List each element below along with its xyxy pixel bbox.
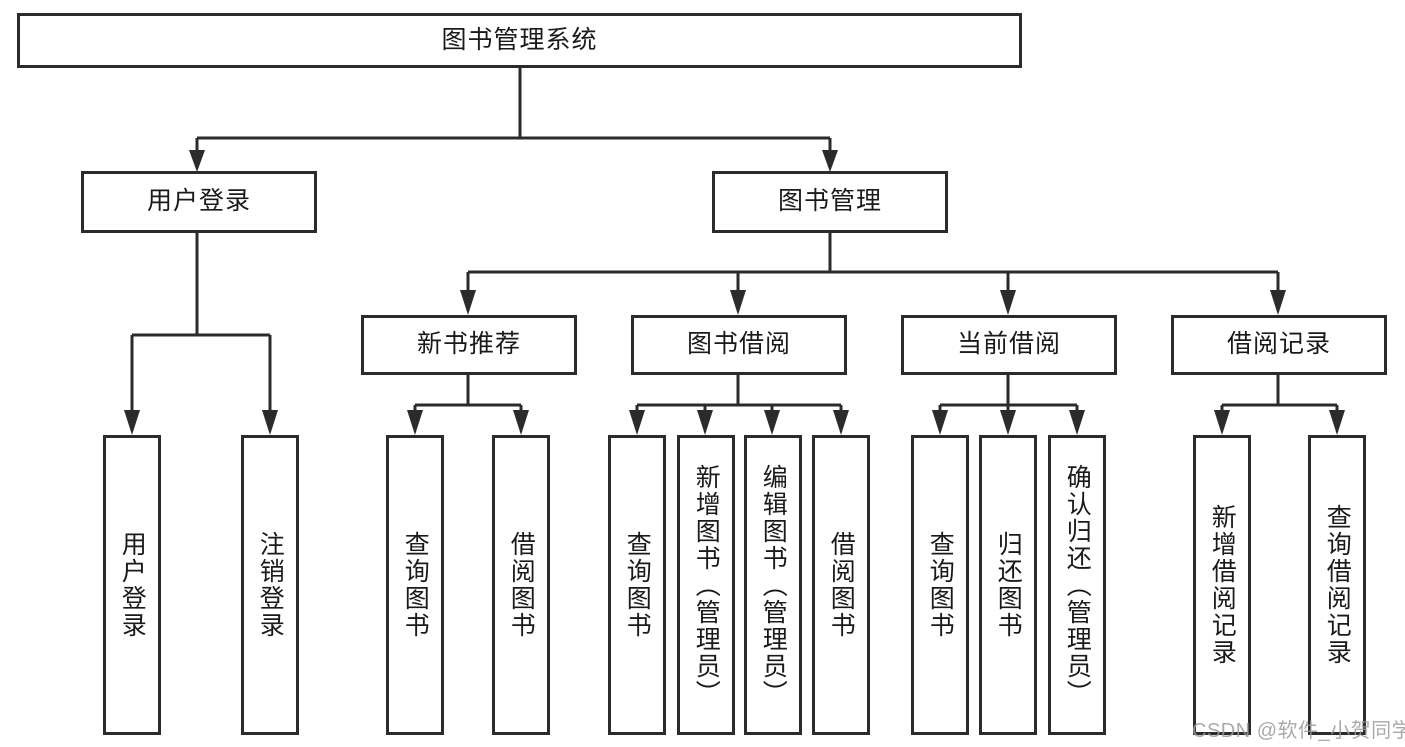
node-label: 确认归还（管理员） [1063, 463, 1092, 707]
arrowhead-cb-leaf1 [932, 410, 948, 435]
arrowhead-bb-leaf4 [833, 410, 849, 435]
arrowhead-bb-leaf3 [764, 410, 780, 435]
leaf-newbook-query-book[interactable]: 查询图书 [386, 435, 444, 735]
csdn-watermark: CSDN @软件_小贺同学 [1192, 720, 1405, 742]
arrowhead-userlogin [189, 150, 205, 172]
arrowhead-leaf-logout [262, 410, 278, 435]
arrowhead-bb-leaf2 [697, 410, 713, 435]
leaf-bookborrow-edit-book-admin[interactable]: 编辑图书（管理员） [744, 435, 802, 735]
node-label: 借阅记录 [1226, 330, 1331, 359]
node-label: 注销登录 [256, 531, 285, 639]
arrowhead-bb-leaf1 [629, 410, 645, 435]
node-book-management[interactable]: 图书管理 [712, 171, 948, 233]
arrowhead-nb-leaf1 [407, 410, 423, 435]
arrowhead-cb-leaf2 [1000, 410, 1016, 435]
arrowhead-bookmgmt [822, 150, 838, 172]
arrowhead-currentborrow [1000, 290, 1016, 315]
node-label: 图书借阅 [686, 330, 791, 359]
node-label: 查询图书 [401, 531, 430, 639]
node-book-borrow[interactable]: 图书借阅 [631, 315, 847, 375]
node-label: 查询借阅记录 [1323, 504, 1352, 666]
node-label: 查询图书 [623, 531, 652, 639]
arrowhead-newbook [460, 290, 476, 315]
node-current-borrow[interactable]: 当前借阅 [901, 315, 1117, 375]
arrowhead-cb-leaf3 [1069, 410, 1085, 435]
node-user-login[interactable]: 用户登录 [81, 171, 317, 233]
node-label: 用户登录 [146, 187, 251, 216]
node-new-book-recommend[interactable]: 新书推荐 [361, 315, 577, 375]
node-label: 归还图书 [994, 531, 1023, 639]
node-label: 当前借阅 [956, 330, 1061, 359]
leaf-bookborrow-query-book[interactable]: 查询图书 [608, 435, 666, 735]
arrowhead-borrowrecords [1270, 290, 1286, 315]
leaf-user-login[interactable]: 用户登录 [103, 435, 161, 735]
arrowhead-br-leaf2 [1329, 410, 1345, 435]
leaf-bookborrow-add-book-admin[interactable]: 新增图书（管理员） [677, 435, 735, 735]
node-label: 编辑图书（管理员） [759, 463, 788, 707]
node-label: 借阅图书 [507, 531, 536, 639]
node-borrow-records[interactable]: 借阅记录 [1171, 315, 1387, 375]
node-label: 用户登录 [118, 531, 147, 639]
leaf-borrowrecords-add-record[interactable]: 新增借阅记录 [1193, 435, 1251, 735]
arrowhead-br-leaf1 [1214, 410, 1230, 435]
arrowhead-nb-leaf2 [513, 410, 529, 435]
node-label: 借阅图书 [827, 531, 856, 639]
leaf-currentborrow-return-book[interactable]: 归还图书 [979, 435, 1037, 735]
leaf-newbook-borrow-book[interactable]: 借阅图书 [492, 435, 550, 735]
node-label: 新增借阅记录 [1208, 504, 1237, 666]
arrowhead-leaf-user-login [124, 410, 140, 435]
node-label: 图书管理系统 [441, 25, 598, 54]
arrowhead-bookborrow [730, 290, 746, 315]
leaf-currentborrow-query-book[interactable]: 查询图书 [911, 435, 969, 735]
node-label: 图书管理 [777, 187, 882, 216]
node-label: 查询图书 [926, 531, 955, 639]
leaf-currentborrow-confirm-return-admin[interactable]: 确认归还（管理员） [1048, 435, 1106, 735]
node-root-book-management-system[interactable]: 图书管理系统 [17, 13, 1022, 68]
leaf-logout[interactable]: 注销登录 [241, 435, 299, 735]
node-label: 新增图书（管理员） [692, 463, 721, 707]
leaf-borrowrecords-query-record[interactable]: 查询借阅记录 [1308, 435, 1366, 735]
leaf-bookborrow-borrow-book[interactable]: 借阅图书 [812, 435, 870, 735]
node-label: 新书推荐 [416, 330, 521, 359]
